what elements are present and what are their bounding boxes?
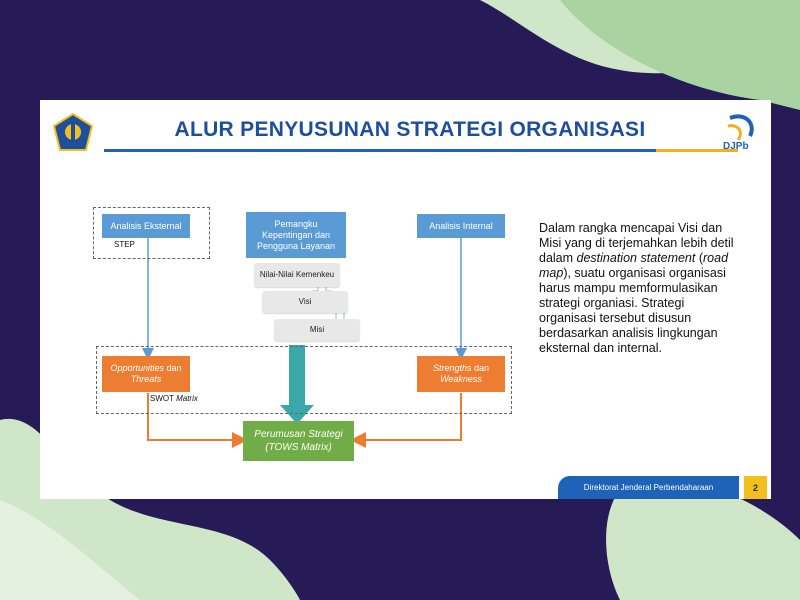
kemenkeu-emblem-icon — [52, 112, 94, 151]
slide: ALUR PENYUSUNAN STRATEGI ORGANISASI DJPb… — [40, 100, 771, 499]
swot-matrix-label: SWOT Matrix — [150, 394, 198, 403]
threats-text: Threats — [130, 374, 162, 384]
swot-text: SWOT — [150, 394, 177, 403]
desc-part3: ), suatu organisasi organisasi harus mam… — [539, 266, 726, 355]
analisis-internal-box: Analisis Internal — [417, 214, 505, 238]
strengths-dan-text: dan — [471, 363, 490, 373]
opportunities-dan-text: dan — [164, 363, 182, 373]
weakness-text: Weakness — [440, 374, 482, 384]
title-underline-accent — [656, 149, 738, 152]
strengths-text: Strengths — [432, 363, 472, 373]
footer-org-name: Direktorat Jenderal Perbendaharaan — [558, 476, 739, 499]
perumusan-line2: (TOWS Matrix) — [265, 442, 332, 453]
brand-label: DJPb — [723, 141, 749, 152]
pemangku-box: Pemangku Kepentingan dan Pengguna Layana… — [246, 212, 346, 258]
visi-box: Visi — [262, 291, 348, 313]
nilai-box: Nilai-Nilai Kemenkeu — [254, 263, 340, 287]
desc-italic1: destination statement — [576, 251, 696, 265]
step-label: STEP — [114, 240, 135, 249]
desc-part1: Dalam rangka mencapai Visi dan Misi yang… — [539, 221, 734, 265]
desc-italic2: road map — [539, 251, 729, 280]
djpb-logo-icon — [727, 114, 754, 141]
external-dashed-group — [93, 207, 210, 259]
perumusan-line1: Perumusan Strategi — [254, 429, 343, 440]
misi-box: Misi — [274, 319, 360, 341]
swot-matrix-text: Matrix — [176, 394, 198, 403]
analisis-eksternal-box: Analisis Eksternal — [102, 214, 190, 238]
page-number: 2 — [744, 476, 767, 499]
swot-dashed-group — [96, 346, 512, 414]
description-text: Dalam rangka mencapai Visi dan Misi yang… — [539, 221, 739, 356]
page-title: ALUR PENYUSUNAN STRATEGI ORGANISASI — [174, 118, 646, 141]
perumusan-strategi-box: Perumusan Strategi (TOWS Matrix) — [243, 421, 354, 461]
title-underline — [104, 149, 656, 152]
desc-part2: ( — [695, 251, 703, 265]
opportunities-text: Opportunities — [110, 363, 164, 373]
